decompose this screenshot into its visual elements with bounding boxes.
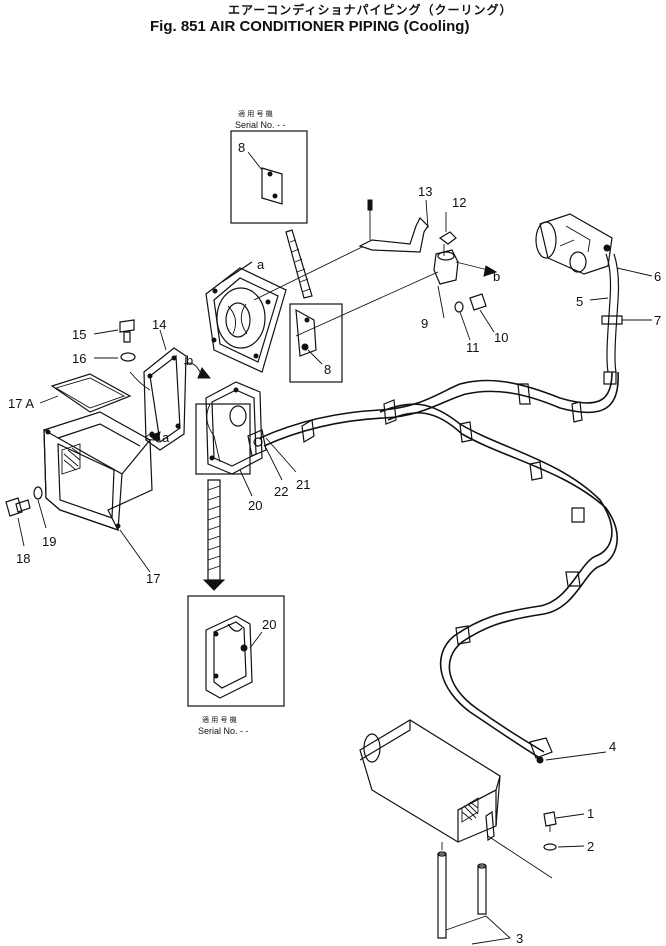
pipe-upper <box>253 199 439 337</box>
bracket-14: 14 b a <box>129 317 212 451</box>
bottom-inset: 20 適 用 号 機 Serial No. - - <box>187 595 285 736</box>
callout-12: 12 <box>452 195 466 210</box>
callout-6: 6 <box>654 269 661 284</box>
title-japanese: エアーコンディショナパイピング（クーリング） <box>228 2 512 17</box>
ref-label-b-right: b <box>493 269 500 284</box>
callout-5: 5 <box>576 294 583 309</box>
bracket-callout-8: 8 <box>289 303 343 383</box>
top-inset-part-label: 8 <box>238 140 245 155</box>
callout-2: 2 <box>587 839 594 854</box>
ref-label-b-left: b <box>186 353 193 368</box>
housing-17: 17 <box>43 411 160 586</box>
callout-1: 1 <box>587 806 594 821</box>
callout-17a: 17 A <box>8 396 34 411</box>
compressor: 6 5 7 <box>535 213 661 373</box>
callout-22: 22 <box>274 484 288 499</box>
ref-label-a-top: a <box>257 257 265 272</box>
condenser-box: 3 1 2 <box>359 719 594 946</box>
callout-21: 21 <box>296 477 310 492</box>
callout-4: 4 <box>609 739 616 754</box>
bottom-inset-frame <box>187 595 285 707</box>
callout-7: 7 <box>654 313 661 328</box>
hose-run: 4 <box>259 371 619 764</box>
cover-17a: 17 A <box>8 373 132 413</box>
callout-19: 19 <box>42 534 56 549</box>
bolt-washer-left: 15 16 <box>72 319 136 366</box>
expansion-valve-assy: 20 22 21 <box>195 381 310 591</box>
callout-11: 11 <box>466 340 480 355</box>
bottom-inset-part-label: 20 <box>262 617 276 632</box>
ref-label-a-left: a <box>162 430 170 445</box>
bracket-plate-inset <box>261 167 283 205</box>
callout-10: 10 <box>494 330 508 345</box>
callout-20: 20 <box>248 498 262 513</box>
callout-9: 9 <box>421 316 428 331</box>
bottom-inset-serial-label: Serial No. - - <box>198 726 249 736</box>
callout-3: 3 <box>516 931 523 946</box>
top-inset-serial-label: Serial No. - - <box>235 120 286 130</box>
receiver-drier: b 12 13 9 11 10 <box>418 184 508 355</box>
evaporator-fan-unit: a <box>205 257 287 373</box>
callout-13: 13 <box>418 184 432 199</box>
top-inset: 適 用 号 機 Serial No. - - 8 <box>230 109 313 299</box>
inset-pointer-top <box>285 229 313 299</box>
callout-14: 14 <box>152 317 166 332</box>
bolt-18-washer-19: 18 19 <box>5 486 56 566</box>
callout-8-main: 8 <box>324 362 331 377</box>
top-inset-frame <box>230 130 308 224</box>
callout-15: 15 <box>72 327 86 342</box>
callout-17: 17 <box>146 571 160 586</box>
figure-title: Fig. 851 AIR CONDITIONER PIPING (Cooling… <box>150 18 469 35</box>
bottom-inset-serial-jp: 適 用 号 機 <box>202 715 237 724</box>
callout-16: 16 <box>72 351 86 366</box>
top-inset-serial-jp: 適 用 号 機 <box>238 109 273 118</box>
callout-18: 18 <box>16 551 30 566</box>
